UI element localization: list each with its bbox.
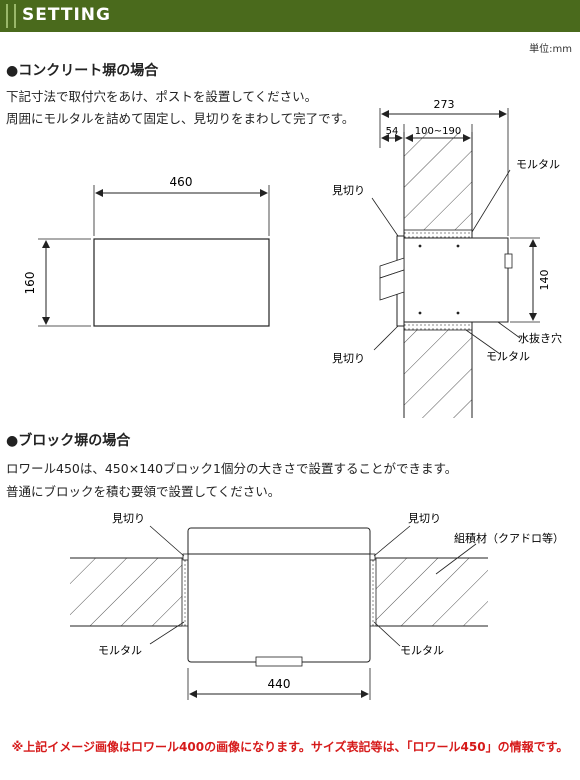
label-mortar-right: モルタル (400, 644, 444, 657)
header-bars-decoration (6, 4, 16, 28)
label-mikiri-left: 見切り (112, 512, 145, 525)
hole-width-label: 460 (170, 175, 193, 189)
label-mikiri-right: 見切り (408, 512, 441, 525)
section1-heading: ●コンクリート塀の場合 (6, 63, 159, 79)
label-mortar-bottom: モルタル (486, 350, 530, 363)
dim-height-label: 140 (538, 270, 551, 291)
dim-range-label: 100~190 (415, 126, 462, 137)
section2-line-2: 普通にブロックを積む要領で設置してください。 (6, 484, 281, 499)
label-mikiri-top: 見切り (332, 184, 365, 197)
block-width-label: 440 (268, 677, 291, 691)
label-mikiri-bottom: 見切り (332, 352, 365, 365)
block-wall-drawing: 440 見切り 見切り 組積材（クアドロ等） モルタル モルタル (70, 512, 564, 700)
hole-drawing: 460 160 (23, 175, 270, 327)
header-title: SETTING (22, 5, 111, 25)
post-front (187, 527, 371, 663)
post-bottom-slot (255, 656, 303, 667)
hole-height-label: 160 (23, 272, 37, 295)
label-mortar-left: モルタル (98, 644, 142, 657)
unit-label: 単位:mm (529, 44, 572, 55)
installation-diagram: 460 160 273 54 100~190 (23, 98, 564, 700)
drain-hole-part (504, 253, 513, 269)
label-drain-hole: 水抜き穴 (518, 331, 562, 345)
section-header: SETTING (0, 0, 580, 32)
mortar-top (403, 229, 473, 239)
mortar-right (369, 557, 377, 627)
hole-rectangle (93, 238, 270, 327)
mortar-left (181, 557, 189, 627)
section2-line-1: ロワール450は、450×140ブロック1個分の大きさで設置することができます。 (6, 461, 458, 476)
post-body (403, 237, 509, 323)
section2-heading: ●ブロック塀の場合 (6, 433, 131, 449)
section1-line-2: 周囲にモルタルを詰めて固定し、見切りをまわして完了です。 (6, 111, 355, 126)
footer-note: ※上記イメージ画像はロワール400の画像になります。サイズ表記等は、「ロワール4… (11, 740, 569, 754)
section1-line-1: 下記寸法で取付穴をあけ、ポストを設置してください。 (6, 89, 318, 104)
label-mortar-top: モルタル (516, 158, 560, 171)
dim-left-label: 54 (386, 126, 399, 137)
dim-total-label: 273 (434, 98, 455, 111)
wall-section-drawing: 273 54 100~190 140 見切り モルタル 水抜き穴 見切り モルタ… (332, 98, 562, 418)
mortar-bottom (403, 321, 473, 331)
label-material: 組積材（クアドロ等） (454, 531, 564, 545)
